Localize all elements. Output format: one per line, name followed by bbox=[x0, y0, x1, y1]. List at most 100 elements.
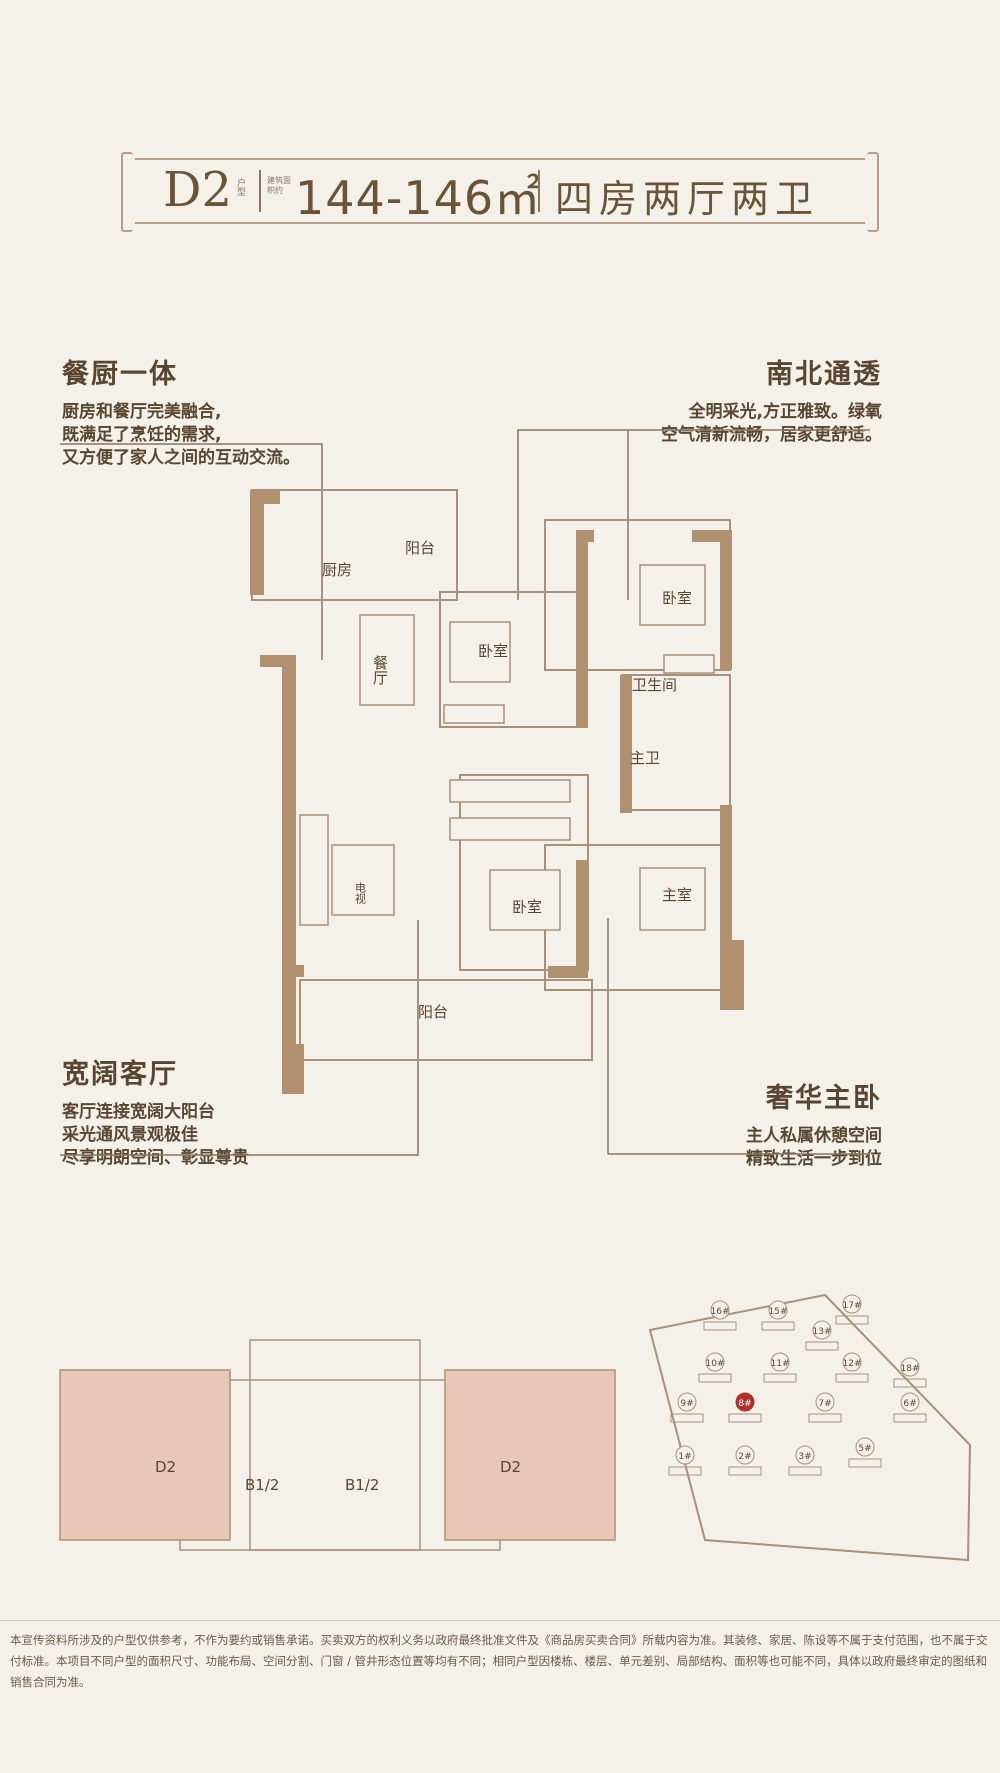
room-label: 卧室 bbox=[478, 642, 508, 660]
unit-code: D2 bbox=[163, 162, 233, 218]
wall-segment bbox=[620, 675, 632, 813]
site-marker-pin bbox=[842, 1352, 862, 1372]
site-marker-label: 17# bbox=[843, 1301, 862, 1311]
wall-segment bbox=[720, 940, 744, 1010]
unit-code-sub: 户型 bbox=[235, 178, 245, 196]
room-label: 电视 bbox=[354, 882, 367, 904]
annotation-line: 厨房和餐厅完美融合, bbox=[62, 402, 222, 422]
disclaimer: 本宣传资料所涉及的户型仅供参考，不作为要约或销售承诺。买卖双方的权利义务以政府最… bbox=[10, 1633, 988, 1689]
annotation-line: 采光通风景观极佳 bbox=[62, 1125, 198, 1145]
site-marker-pin bbox=[768, 1300, 788, 1320]
bed-icon bbox=[639, 564, 706, 626]
site-marker-pin bbox=[735, 1392, 755, 1412]
room-label: 主卫 bbox=[630, 749, 660, 767]
site-marker-label: 13# bbox=[813, 1327, 832, 1337]
site-map: 1#2#3#5#6#7#8#9#10#11#12#13#15#16#17#18# bbox=[648, 1293, 972, 1562]
site-marker-pin bbox=[900, 1392, 920, 1412]
site-building bbox=[788, 1466, 822, 1476]
site-marker-pin bbox=[675, 1445, 695, 1465]
layout-name: 四房两厅两卫 bbox=[555, 177, 820, 221]
wardrobe-icon bbox=[449, 779, 571, 803]
wall-segment bbox=[250, 490, 264, 595]
dining-table bbox=[359, 614, 415, 706]
site-building bbox=[835, 1373, 869, 1383]
bed-icon bbox=[639, 867, 706, 931]
room-label: 卧室 bbox=[662, 589, 692, 607]
site-building bbox=[893, 1413, 927, 1423]
wall-segment bbox=[250, 490, 280, 504]
site-marker-label: 9# bbox=[680, 1399, 693, 1409]
wall-segment bbox=[282, 965, 304, 977]
header-divider bbox=[538, 170, 540, 212]
wardrobe-icon bbox=[663, 654, 715, 674]
building-plan: D2 D2 B1/2 B1/2 bbox=[59, 1339, 616, 1551]
site-building bbox=[893, 1378, 927, 1388]
site-building bbox=[698, 1373, 732, 1383]
building-labels: D2 D2 B1/2 B1/2 bbox=[155, 1458, 521, 1494]
site-building bbox=[728, 1413, 762, 1423]
site-marker-label: 11# bbox=[771, 1359, 790, 1369]
wall-segment bbox=[576, 860, 588, 978]
room-label: 餐厅 bbox=[371, 655, 389, 685]
site-marker-pin bbox=[842, 1294, 862, 1314]
site-marker-pin bbox=[770, 1352, 790, 1372]
annotation-title: 南北通透 bbox=[766, 359, 882, 390]
wall-segment bbox=[576, 530, 588, 728]
site-building bbox=[805, 1341, 839, 1351]
site-building bbox=[848, 1458, 882, 1468]
site-marker-pin bbox=[735, 1445, 755, 1465]
highlighted-units bbox=[59, 1369, 616, 1541]
unit-label: D2 bbox=[500, 1458, 521, 1476]
annotation-living: 宽阔客厅 客厅连接宽阔大阳台 采光通风景观极佳 尽享明朗空间、彰显尊贵 bbox=[62, 1052, 249, 1170]
wall-segment bbox=[576, 530, 594, 542]
site-building bbox=[835, 1315, 869, 1325]
room-label: 阳台 bbox=[405, 539, 435, 557]
site-building bbox=[670, 1413, 704, 1423]
balcony-outline bbox=[299, 979, 593, 1061]
site-marker-label: 12# bbox=[843, 1359, 862, 1369]
site-marker-pin bbox=[812, 1320, 832, 1340]
annotation-line: 又方便了家人之间的互动交流。 bbox=[62, 448, 300, 468]
wall-segment bbox=[282, 1044, 304, 1094]
site-building bbox=[761, 1321, 795, 1331]
wall-segment bbox=[260, 655, 296, 667]
unit-d2-right bbox=[444, 1369, 616, 1541]
unit-label: B1/2 bbox=[345, 1476, 379, 1494]
unit-d2-left bbox=[59, 1369, 231, 1541]
site-marker-label: 5# bbox=[858, 1444, 871, 1454]
room-label: 阳台 bbox=[418, 1003, 448, 1021]
thick-walls bbox=[250, 490, 744, 1094]
banner-cap-left bbox=[121, 152, 133, 232]
annotation-title: 宽阔客厅 bbox=[62, 1059, 178, 1090]
site-marker-pin bbox=[795, 1445, 815, 1465]
header-divider bbox=[259, 170, 261, 212]
annotation-line: 主人私属休憩空间 bbox=[746, 1126, 882, 1146]
site-building bbox=[763, 1373, 797, 1383]
unit-label: D2 bbox=[155, 1458, 176, 1476]
annotation-kitchen-dining: 餐厨一体 厨房和餐厅完美融合, 既满足了烹饪的需求, 又方便了家人之间的互动交流… bbox=[62, 352, 300, 470]
site-marker-label: 6# bbox=[903, 1399, 916, 1409]
sofa-table bbox=[331, 844, 395, 916]
wall-segment bbox=[548, 966, 588, 978]
banner-cap-right bbox=[867, 152, 879, 232]
site-marker-label: 15# bbox=[769, 1307, 788, 1317]
annotation-line: 既满足了烹饪的需求, bbox=[62, 425, 222, 445]
room-label: 主室 bbox=[662, 886, 692, 904]
site-markers: 1#2#3#5#6#7#8#9#10#11#12#13#15#16#17#18# bbox=[668, 1294, 927, 1476]
site-marker-label: 10# bbox=[706, 1359, 725, 1369]
site-marker-pin bbox=[677, 1392, 697, 1412]
furniture bbox=[299, 564, 715, 931]
wardrobe-icon bbox=[443, 704, 505, 724]
site-building bbox=[728, 1466, 762, 1476]
site-marker-pin bbox=[815, 1392, 835, 1412]
annotation-line: 尽享明朗空间、彰显尊贵 bbox=[62, 1148, 249, 1168]
core-outline bbox=[249, 1339, 421, 1551]
wardrobe-icon bbox=[449, 817, 571, 841]
annotation-line: 客厅连接宽阔大阳台 bbox=[62, 1102, 215, 1122]
leader-line bbox=[60, 920, 419, 1156]
divider bbox=[0, 1620, 1000, 1621]
room-labels: 厨房 阳台 餐厅 卧室 卧室 卫生间 主卫 卧室 主室 阳台 电视 bbox=[322, 539, 692, 1021]
leader-line bbox=[60, 443, 323, 660]
area-note: 建筑面积约 bbox=[267, 176, 291, 195]
